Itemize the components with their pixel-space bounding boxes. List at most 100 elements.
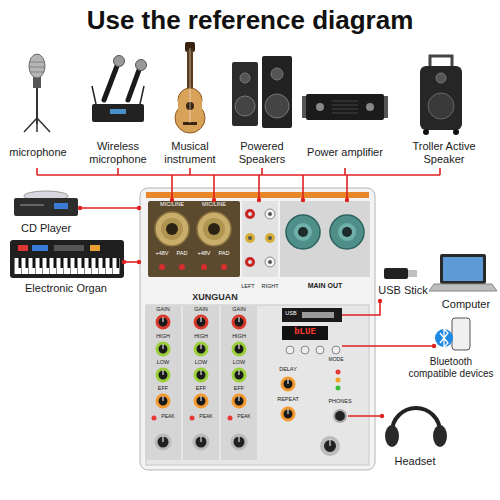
rca-jack — [265, 257, 275, 267]
laptop-icon — [440, 254, 486, 284]
usb-player-panel — [282, 308, 342, 322]
combo-jack — [155, 212, 189, 246]
connection-wire — [342, 345, 434, 347]
cd-player-icon — [54, 203, 68, 209]
device-label: USB Stick — [372, 284, 434, 297]
power-amplifier-icon — [332, 101, 358, 113]
panel-label: EFF — [148, 385, 178, 391]
panel-label: LEFT — [238, 283, 258, 289]
power-amplifier-icon — [306, 94, 384, 120]
guitar-icon — [190, 48, 191, 123]
mixer-body — [146, 192, 369, 198]
mixer-body — [146, 305, 369, 465]
wireless-microphone-icon — [128, 70, 139, 100]
keyboard-icon — [32, 245, 48, 251]
panel-label: EFF — [186, 385, 216, 391]
brand-name: XUNGUAN — [170, 292, 260, 302]
wireless-microphone-icon — [136, 60, 147, 71]
combo-jack — [155, 212, 231, 246]
usb-player-panel — [302, 312, 334, 318]
keyboard-icon — [14, 258, 120, 274]
panel-label: PHONES — [325, 398, 355, 404]
keyboard-icon — [10, 240, 124, 278]
panel-label: USB — [282, 310, 300, 316]
panel-label: MIC/LINE — [194, 201, 234, 207]
bluetooth-phone-icon — [440, 329, 448, 347]
connection-wire — [124, 261, 139, 263]
panel-label: PEAK — [158, 414, 178, 420]
level-led — [336, 370, 341, 391]
device-label: Computer — [436, 298, 496, 311]
wire-dot — [257, 198, 261, 202]
bluetooth-phone-icon — [452, 318, 470, 350]
usb-stick-icon — [408, 270, 417, 277]
power-amplifier-icon — [302, 96, 306, 118]
phantom-button — [179, 264, 185, 270]
cd-player-icon — [14, 198, 78, 216]
rca-jack — [268, 236, 272, 240]
powered-speakers-icon — [235, 96, 255, 116]
keyboard-icon — [18, 245, 28, 251]
device-label: CD Player — [8, 222, 84, 235]
power-amplifier-icon — [316, 103, 324, 111]
trolley-speaker-icon — [428, 93, 454, 119]
device-label: Musical instrument — [154, 140, 226, 165]
usb-stick-icon — [384, 268, 417, 279]
combo-jack — [161, 218, 183, 240]
panel-label: MAIN OUT — [290, 282, 360, 290]
bluetooth-phone-icon — [435, 318, 470, 350]
wireless-microphone-icon — [104, 66, 117, 100]
panel-label: REPEAT — [273, 396, 303, 402]
usb-player-panel — [332, 346, 340, 354]
usb-player-panel — [301, 346, 309, 354]
wireless-microphone-icon — [92, 86, 96, 104]
panel-label: HIGH — [186, 333, 216, 339]
headset-icon — [433, 425, 447, 447]
power-amplifier-icon — [366, 103, 374, 111]
bluetooth-phone-icon — [435, 329, 453, 347]
trolley-speaker-icon — [436, 73, 446, 83]
panel-label: HIGH — [224, 333, 254, 339]
device-label: Electronic Organ — [8, 282, 124, 295]
trolley-speaker-icon — [420, 66, 462, 130]
rca-jack — [248, 260, 252, 264]
connection-wire — [80, 207, 139, 209]
cd-player-icon — [14, 191, 78, 216]
panel-label: MIC/LINE — [152, 201, 192, 207]
powered-speakers-icon — [262, 56, 292, 128]
volume-knob — [330, 439, 331, 446]
wire-dot — [380, 414, 384, 418]
mixer-body — [242, 201, 278, 277]
level-led — [336, 378, 341, 383]
powered-speakers-icon — [240, 73, 250, 83]
connection-wire — [348, 415, 382, 417]
panel-label: HIGH — [148, 333, 178, 339]
panel-label: PEAK — [196, 414, 216, 420]
panel-label: GAIN — [224, 306, 254, 312]
main-out-jack — [286, 215, 320, 249]
wire-dot — [345, 198, 349, 202]
panel-label: GAIN — [148, 306, 178, 312]
connection-wire — [37, 174, 440, 176]
peak-led — [190, 416, 195, 421]
panel-label: LOW — [186, 359, 216, 365]
phones-jack — [334, 410, 346, 422]
microphone-icon — [29, 54, 45, 78]
powered-speakers-icon — [265, 94, 289, 118]
panel-label: GAIN — [186, 306, 216, 312]
panel-label: EFF — [224, 385, 254, 391]
rca-jack — [268, 212, 272, 216]
main-out-jack — [330, 215, 364, 249]
combo-jack — [208, 223, 220, 235]
powered-speakers-icon — [271, 68, 283, 80]
cd-player-icon — [20, 204, 44, 206]
main-out-jack — [342, 227, 352, 237]
rca-jack — [265, 209, 275, 219]
wireless-microphone-icon — [92, 104, 144, 122]
powered-speakers-icon — [232, 62, 258, 126]
level-led — [336, 386, 341, 391]
laptop-icon — [429, 254, 497, 291]
usb-player-panel — [286, 346, 294, 354]
mixer-body — [280, 201, 370, 277]
